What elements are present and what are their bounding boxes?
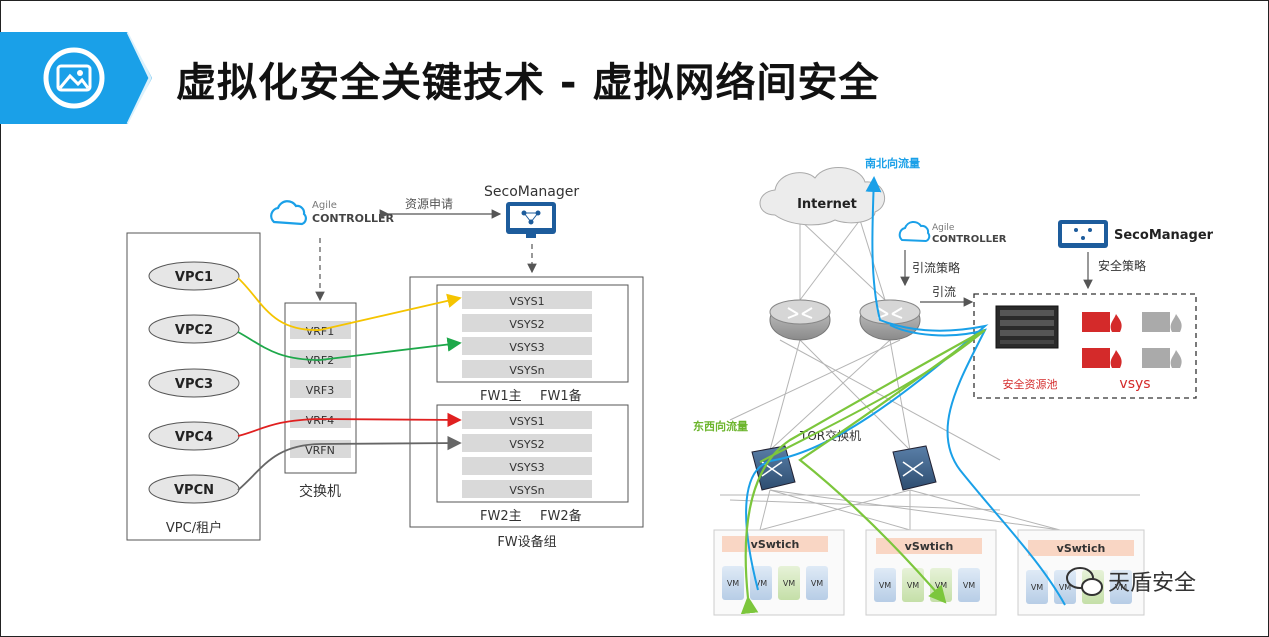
fw2-backup-label: FW2备 [540, 508, 582, 524]
vrf-label: VRF4 [306, 414, 335, 427]
vsys-label: VSYS1 [509, 295, 544, 308]
resource-request-label: 资源申请 [405, 197, 453, 211]
seco-manager-label-right: SecoManager [1114, 228, 1214, 243]
vsys-label: VSYS2 [509, 318, 544, 331]
vswitch-group: vSwtich VM VM VM VM [865, 529, 997, 616]
fw1-backup-label: FW1备 [540, 388, 582, 404]
fw-group-label: FW设备组 [497, 534, 556, 550]
network-mesh [720, 219, 1140, 531]
vm-label: VM [1115, 583, 1127, 592]
internet-label: Internet [797, 197, 857, 212]
vsys-label: VSYSn [509, 484, 544, 497]
north-south-flow-2 [889, 324, 1066, 606]
vsys-cell [462, 314, 592, 332]
image-icon [43, 47, 105, 109]
vsys-label: VSYS3 [509, 341, 544, 354]
page-title: 虚拟化安全关键技术 - 虚拟网络间安全 [176, 60, 880, 106]
vsys-cell [462, 411, 592, 429]
vsys-label: VSYS2 [509, 438, 544, 451]
vswitch-label: vSwtich [751, 538, 800, 551]
agile-controller-left: Agile CONTROLLER [270, 200, 394, 226]
vpc-label: VPC4 [175, 430, 213, 445]
vrf-label: VRF3 [306, 384, 335, 397]
controller-small-label: Agile [312, 200, 337, 211]
vsys-cell [462, 337, 592, 355]
vsys-cell [462, 434, 592, 452]
vm-label: VM [879, 581, 891, 590]
router-icon [859, 299, 921, 341]
vrf-cell [290, 380, 351, 398]
vpc-node [148, 368, 240, 398]
agile-controller-right: Agile CONTROLLER [898, 221, 1007, 245]
controller-name: CONTROLLER [932, 234, 1007, 245]
east-west-flow-3 [759, 329, 986, 463]
vsys-label-right: vsys [1119, 376, 1150, 392]
firewall-icon [1082, 312, 1182, 368]
vm-label: VM [1031, 583, 1043, 592]
fw1-vsys-list: VSYS1 VSYS2 VSYS3 VSYSn [462, 291, 592, 378]
monitor-icon [1058, 220, 1108, 248]
vpc-list: VPC1 VPC2 VPC3 VPC4 VPCN [148, 261, 240, 504]
vswitch-label: vSwtich [1057, 542, 1106, 555]
router-icon [769, 299, 831, 341]
vm-label: VM [811, 579, 823, 588]
fw2-vsys-list: VSYS1 VSYS2 VSYS3 VSYSn [462, 411, 592, 498]
vsys-cell [462, 457, 592, 475]
vm-label: VM [963, 581, 975, 590]
server-icon [995, 305, 1059, 349]
vpc-label: VPC3 [175, 377, 213, 392]
security-policy-label: 安全策略 [1098, 258, 1146, 273]
vpc2-link [237, 331, 462, 361]
wechat-icon [1066, 567, 1103, 596]
vpc-label: VPC2 [175, 323, 213, 338]
vpc-group-label: VPC/租户 [166, 520, 222, 536]
vsys-label: VSYSn [509, 364, 544, 377]
monitor-icon [506, 202, 556, 238]
controller-small-label: Agile [932, 223, 955, 233]
controller-name: CONTROLLER [312, 212, 394, 225]
vrf-label: VRFN [305, 444, 335, 457]
vpc-label: VPC1 [175, 270, 213, 285]
vswitch-label: vSwtich [905, 540, 954, 553]
east-west-label: 东西向流量 [693, 419, 748, 433]
fw2-main-label: FW2主 [480, 509, 522, 524]
switch-label: 交换机 [299, 483, 341, 500]
internet-cloud [759, 166, 885, 226]
resource-pool-label: 安全资源池 [1003, 377, 1058, 391]
vm-label: VM [935, 581, 947, 590]
fw1-main-label: FW1主 [480, 389, 522, 404]
vpc1-link [237, 277, 462, 331]
vpcn-link [237, 435, 462, 491]
vsys-cell [462, 360, 592, 378]
north-south-label: 南北向流量 [865, 156, 920, 170]
cloud-icon [270, 200, 307, 226]
vpc-node [148, 261, 240, 291]
redirect-policy-label: 引流策略 [912, 260, 960, 275]
vm-label: VM [755, 579, 767, 588]
vswitch-group: vSwtich VM VM VM VM [713, 529, 845, 616]
vrf-cell [290, 350, 351, 368]
vm-label: VM [1059, 583, 1071, 592]
vpc-label: VPCN [174, 483, 214, 498]
vsys-cell [462, 291, 592, 309]
seco-manager-label-left: SecoManager [484, 184, 579, 200]
vm-label: VM [907, 581, 919, 590]
cloud-icon [898, 221, 931, 243]
vpc4-link [237, 412, 462, 437]
watermark: 天盾安全 [1066, 567, 1196, 596]
vm-label: VM [727, 579, 739, 588]
vpc-node [148, 314, 240, 344]
vm-label: VM [783, 579, 795, 588]
vsys-cell [462, 480, 592, 498]
vsys-label: VSYS3 [509, 461, 544, 474]
tor-switch-icon [892, 445, 937, 491]
watermark-text: 天盾安全 [1108, 571, 1196, 596]
vsys-label: VSYS1 [509, 415, 544, 428]
header-banner [0, 31, 152, 125]
redirect-label: 引流 [932, 285, 956, 299]
east-west-flow [740, 329, 986, 615]
